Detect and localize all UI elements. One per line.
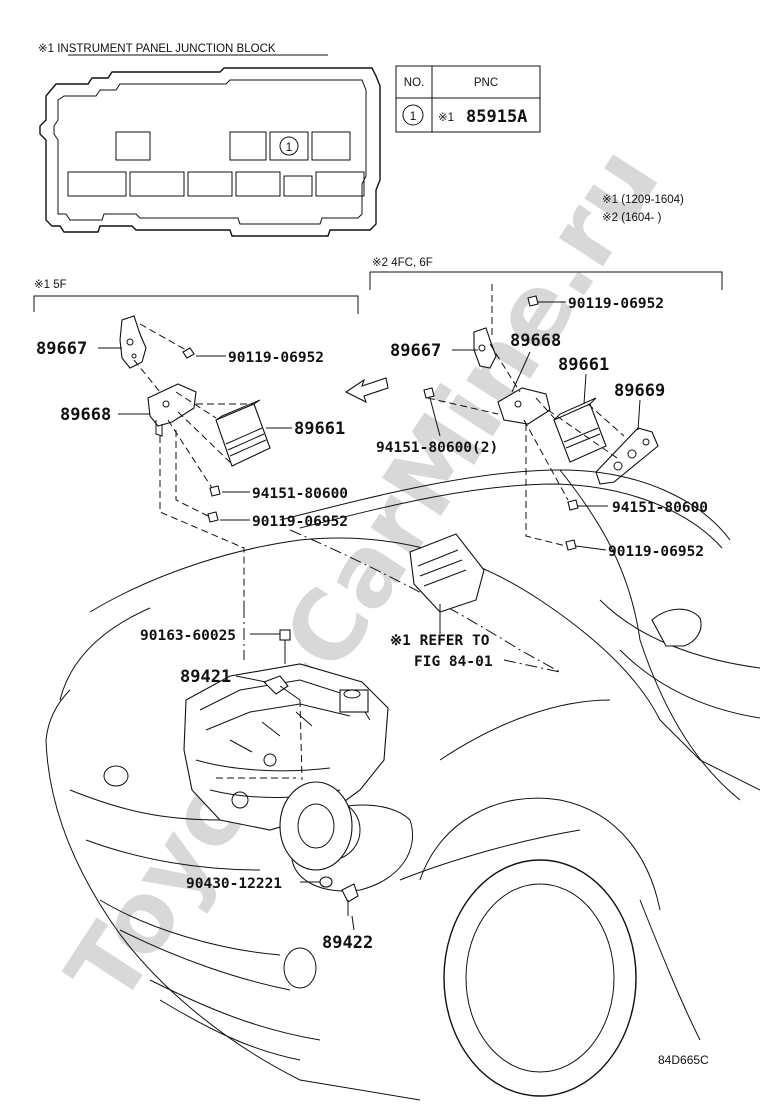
right-label-90119-b: 90119-06952 [608, 544, 704, 560]
engine-label-90163: 90163-60025 [140, 628, 236, 644]
sensor-89422 [341, 883, 359, 916]
left-fasteners [182, 347, 221, 523]
direction-arrow [344, 377, 389, 404]
left-label-94151: 94151-80600 [252, 486, 348, 502]
left-group-header: ※1 5F [34, 279, 67, 291]
right-ecu-89661 [553, 397, 607, 463]
right-label-90119-a: 90119-06952 [568, 296, 664, 312]
pnc-col-no: NO. [404, 77, 424, 89]
pnc-col-pnc: PNC [474, 77, 498, 89]
gasket-90430 [319, 876, 333, 888]
fuse-marker-number: 1 [286, 140, 293, 154]
engine-label-89422: 89422 [322, 933, 373, 953]
left-label-89661: 89661 [294, 419, 345, 439]
pnc-row-circle [402, 104, 424, 126]
sensor-89421 [263, 675, 301, 701]
right-label-89668: 89668 [510, 331, 561, 351]
fuse-marker-circle [279, 136, 299, 156]
right-bracket-89667 [473, 327, 497, 369]
left-leaders [98, 347, 292, 521]
engine-label-89421: 89421 [180, 667, 231, 687]
watermark: Toyota-CarMine.ru [45, 128, 680, 1023]
engine-label-refer-1: ※1 REFER TO [390, 633, 490, 649]
ecu-reference-box [409, 533, 485, 634]
left-label-89668: 89668 [60, 405, 111, 425]
left-group-bracket [33, 295, 359, 314]
engine-label-refer-2: FIG 84-01 [414, 654, 493, 670]
pnc-table [395, 65, 541, 133]
right-label-89667: 89667 [390, 341, 441, 361]
right-label-94151-2: 94151-80600(2) [376, 440, 498, 456]
vehicle-body-outline [45, 469, 760, 1101]
left-ecu-89661 [215, 399, 271, 467]
right-bracket-89668 [497, 387, 551, 425]
engine-assembly [183, 663, 389, 871]
left-label-90119-a: 90119-06952 [228, 350, 324, 366]
junction-block-outline [39, 67, 381, 237]
junction-block-title: ※1 INSTRUMENT PANEL JUNCTION BLOCK [38, 43, 276, 55]
right-group-header: ※2 4FC, 6F [372, 257, 433, 269]
note-1: ※1 (1209-1604) [602, 194, 684, 206]
right-fasteners [423, 295, 579, 551]
pnc-row-value: 85915A [466, 107, 527, 127]
engine-leaders [216, 606, 561, 931]
left-bracket-89668 [147, 383, 197, 437]
right-dashed-connectors [427, 284, 625, 547]
figure-code: 84D665C [658, 1053, 709, 1067]
right-label-89669: 89669 [614, 381, 665, 401]
pnc-row-no: 1 [410, 109, 417, 123]
right-leaders [429, 301, 641, 551]
left-bracket-89667 [119, 315, 147, 369]
bolt-90163 [279, 629, 291, 664]
left-label-89667: 89667 [36, 339, 87, 359]
engine-label-90430: 90430-12221 [186, 876, 282, 892]
right-label-89661: 89661 [558, 355, 609, 375]
right-label-94151: 94151-80600 [612, 500, 708, 516]
note-2: ※2 (1604- ) [602, 212, 662, 224]
right-group-bracket [369, 271, 723, 290]
right-bracket-89669 [595, 427, 659, 485]
left-dashed-connectors [133, 323, 254, 606]
left-label-90119-b: 90119-06952 [252, 514, 348, 530]
pnc-row-note: ※1 [438, 112, 454, 124]
